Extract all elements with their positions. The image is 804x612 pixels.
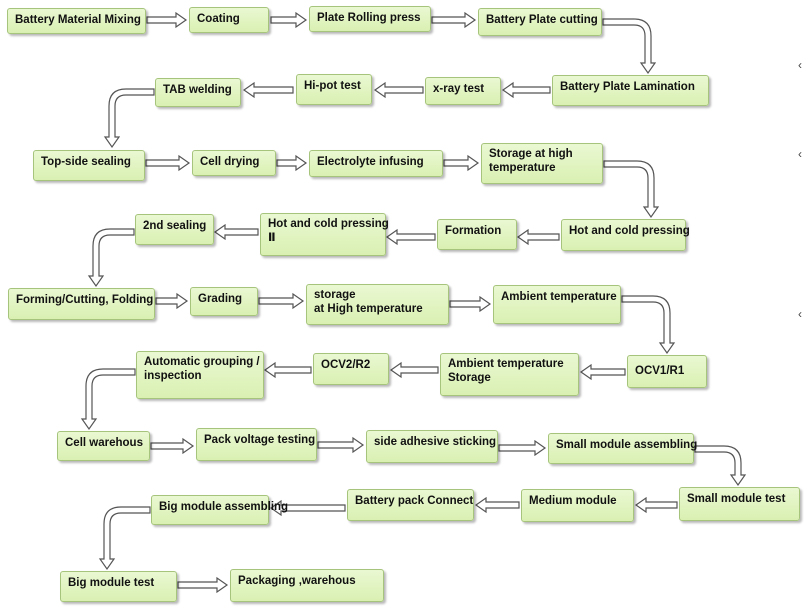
- node-battery-pack-connect: Battery pack Connect: [347, 489, 474, 521]
- node-hi-pot-test: Hi-pot test: [296, 74, 372, 105]
- flow-arrow-14: [385, 228, 436, 246]
- node-battery-material-mixing: Battery Material Mixing: [7, 8, 146, 34]
- flow-arrow-17: [155, 292, 189, 310]
- node-small-module-assembling: Small module assembling: [548, 433, 697, 464]
- flow-arrow-31: [269, 499, 346, 517]
- edge-mark-3: ‹: [798, 307, 802, 321]
- node-hot-cold-pressing: Hot and cold pressing: [561, 219, 690, 251]
- flow-arrow-18: [258, 292, 305, 310]
- node-cell-drying: Cell drying: [192, 150, 276, 176]
- flow-arrow-11: [443, 154, 480, 172]
- node-coating: Coating: [189, 7, 269, 33]
- node-ocv1-r1: OCV1/R1: [627, 355, 707, 388]
- node-side-adhesive-sticking: side adhesive sticking: [366, 430, 498, 463]
- flow-arrow-22: [389, 361, 439, 379]
- node-automatic-grouping: Automatic grouping / inspection: [136, 351, 264, 399]
- flow-arrow-12: [603, 160, 660, 219]
- flow-arrow-2: [270, 11, 308, 29]
- node-formation: Formation: [437, 219, 517, 250]
- flow-arrow-33: [177, 576, 229, 594]
- flow-arrow-30: [474, 496, 520, 514]
- node-electrolyte-infusing: Electrolyte infusing: [309, 150, 443, 177]
- edge-mark-2: ‹: [798, 147, 802, 161]
- edge-mark-1: ‹: [798, 58, 802, 72]
- flow-arrow-26: [317, 436, 365, 454]
- node-ambient-temperature-storage: Ambient temperature Storage: [440, 353, 579, 396]
- flow-arrow-19: [449, 295, 492, 313]
- flow-arrow-6: [373, 81, 424, 99]
- node-tab-welding: TAB welding: [155, 78, 241, 107]
- flow-arrow-8: [103, 88, 155, 149]
- flow-arrow-25: [150, 437, 195, 455]
- node-cell-warehous: Cell warehous: [57, 431, 150, 461]
- node-top-side-sealing: Top-side sealing: [33, 150, 145, 181]
- node-ambient-temperature: Ambient temperature: [493, 285, 621, 324]
- flow-arrow-16: [87, 228, 135, 288]
- node-storage-high-temp-1: Storage at high temperature: [481, 143, 603, 184]
- flow-arrow-20: [621, 295, 676, 355]
- flow-arrow-10: [276, 154, 308, 172]
- flow-arrow-4: [602, 18, 657, 75]
- flow-arrow-13: [516, 228, 560, 246]
- node-pack-voltage-testing: Pack voltage testing: [196, 428, 317, 461]
- flow-arrow-32: [98, 506, 151, 571]
- node-medium-module: Medium module: [521, 489, 634, 522]
- flow-arrow-15: [213, 223, 259, 241]
- node-ocv2-r2: OCV2/R2: [313, 353, 389, 385]
- flow-arrow-1: [146, 11, 188, 29]
- node-forming-cutting-folding: Forming/Cutting, Folding: [8, 288, 155, 320]
- node-battery-plate-lamination: Battery Plate Lamination: [552, 75, 709, 106]
- node-plate-rolling-press: Plate Rolling press: [309, 6, 431, 32]
- node-big-module-assembling: Big module assembling: [151, 495, 288, 525]
- flow-arrow-28: [694, 445, 747, 487]
- node-storage-high-temp-2: storage at High temperature: [306, 284, 449, 325]
- flow-arrow-24: [80, 368, 136, 431]
- flow-arrow-9: [145, 154, 191, 172]
- node-grading: Grading: [190, 287, 258, 316]
- node-x-ray-test: x-ray test: [425, 77, 501, 105]
- flow-arrow-23: [263, 361, 312, 379]
- flow-arrow-27: [498, 439, 547, 457]
- flow-arrow-5: [501, 81, 551, 99]
- node-packaging-warehous: Packaging ,warehous: [230, 569, 384, 602]
- node-battery-plate-cutting: Battery Plate cutting: [478, 8, 602, 36]
- flow-arrow-3: [431, 11, 477, 29]
- flow-arrow-21: [579, 363, 626, 381]
- flow-arrow-29: [634, 496, 678, 514]
- node-big-module-test: Big module test: [60, 571, 177, 602]
- node-hot-cold-pressing-2: Hot and cold pressing Ⅱ: [260, 213, 389, 256]
- node-small-module-test: Small module test: [679, 487, 800, 521]
- flow-arrow-7: [242, 81, 294, 99]
- node-second-sealing: 2nd sealing: [135, 214, 214, 245]
